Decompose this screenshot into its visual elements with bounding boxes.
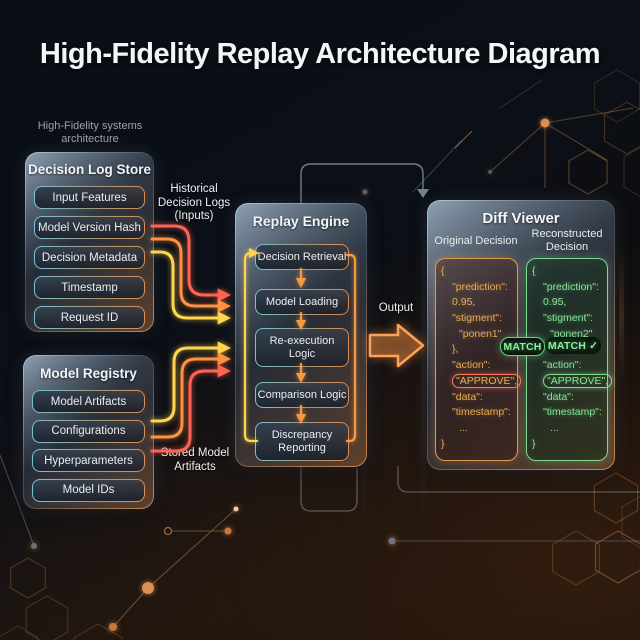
code-line: "ponen1" xyxy=(459,327,502,340)
code-line: "stigment": xyxy=(452,312,503,325)
historical-decision-logs-label: Historical Decision Logs (Inputs) xyxy=(157,183,231,222)
code-line: { xyxy=(441,265,445,277)
model-registry-item: Model IDs xyxy=(32,479,145,502)
code-line: { xyxy=(532,265,536,277)
decision-log-store-item: Model Version Hash xyxy=(34,216,145,239)
reconstructed-decision-header: Reconstructed Decision xyxy=(531,228,603,253)
original-decision-code: { "prediction": 0.95, "stigment": "ponen1"},… xyxy=(435,258,522,461)
decision-log-store-title: Decision Log Store xyxy=(27,162,152,177)
code-line: "data": xyxy=(452,390,483,403)
model-registry-item: Configurations xyxy=(32,420,145,443)
model-registry-title: Model Registry xyxy=(40,366,137,381)
code-line: "action": xyxy=(543,359,582,372)
replay-engine-step: Discrepancy Reporting xyxy=(255,422,349,461)
code-line: "action": xyxy=(452,359,491,372)
code-line: "stigment": xyxy=(543,312,594,325)
diff-viewer-title: Diff Viewer xyxy=(482,210,560,227)
code-line: }, xyxy=(452,343,459,356)
stored-model-artifacts-label: Stored Model Artifacts xyxy=(160,447,230,473)
light-streak xyxy=(421,175,426,535)
decision-log-store-item: Input Features xyxy=(34,186,145,209)
output-label: Output xyxy=(378,302,414,314)
match-badge-check: MATCH ✓ xyxy=(545,337,601,354)
code-line: } xyxy=(532,437,536,450)
code-line: "data": xyxy=(543,390,574,403)
replay-engine-step: Model Loading xyxy=(255,289,349,315)
architecture-annotation: High-Fidelity systems architecture xyxy=(37,120,143,145)
replay-engine-step: Re-execution Logic xyxy=(255,328,349,367)
code-line: "APPROVE", xyxy=(532,373,613,391)
code-line: 0.95, xyxy=(543,296,567,309)
diff-viewer-panel: Diff Viewer Original Decision Reconstruc… xyxy=(427,200,615,470)
model-registry-item: Hyperparameters xyxy=(32,449,145,472)
code-line: "timestamp": xyxy=(543,406,602,419)
reconstructed-decision-code: { "prediction": 0.95, "stigment": "ponen2" "a… xyxy=(526,258,613,461)
code-line: "prediction": xyxy=(543,280,599,293)
historical-logs-arrows xyxy=(150,224,231,325)
code-line: "prediction": xyxy=(452,280,508,293)
code-line: ... xyxy=(550,421,559,434)
stored-model-arrows xyxy=(150,341,231,453)
original-decision-header: Original Decision xyxy=(434,235,518,247)
code-line: "timestamp": xyxy=(452,406,511,419)
code-line: "ponen2" xyxy=(550,327,593,340)
code-line: ... xyxy=(459,421,468,434)
model-registry-item: Model Artifacts xyxy=(32,390,145,413)
code-line: "APPROVE", xyxy=(441,373,522,391)
code-line: 0.95, xyxy=(452,296,476,309)
output-arrow xyxy=(368,323,425,368)
replay-engine-step: Decision Retrieval xyxy=(255,244,349,270)
match-badge: MATCH xyxy=(500,337,545,356)
light-streak xyxy=(619,250,624,380)
code-line: } xyxy=(441,437,445,450)
replay-engine-step: Comparison Logic xyxy=(255,382,349,408)
decision-log-store-item: Request ID xyxy=(34,306,145,329)
decision-log-store-item: Decision Metadata xyxy=(34,246,145,269)
replay-engine-title: Replay Engine xyxy=(252,213,350,229)
page-title: High-Fidelity Replay Architecture Diagra… xyxy=(39,38,601,70)
decision-log-store-item: Timestamp xyxy=(34,276,145,299)
